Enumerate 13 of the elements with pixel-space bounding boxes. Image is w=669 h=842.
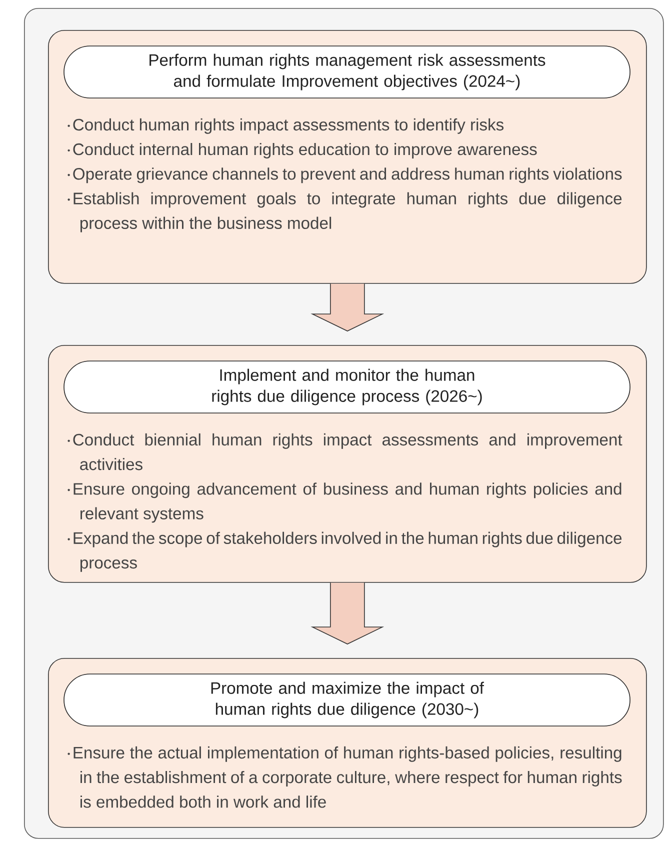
bullet-text: Conduct internal human rights education to improve awareness — [73, 143, 537, 158]
down-arrow — [310, 582, 384, 644]
heading-pill: Implement and monitor the human rights due diligence process (2026~) — [64, 360, 630, 414]
bullet-text: Operate grievance channels to prevent and address human rights violations — [73, 168, 622, 184]
bullet-text: Ensure the actual implementation of human rights-based policies, resulting in the establishment of a corporate culture, where respect for human rights is embedded both in work and life — [74, 746, 622, 808]
heading-pill: Perform human rights management risk assessments and formulate Improvement objectives (2024~) — [64, 46, 630, 98]
bullet-text: Conduct biennial human rights impact assessments and improvement activities — [73, 433, 622, 470]
bullet-text: Establish improvement goals to integrate human rights due diligence process within the business model — [74, 192, 622, 232]
bullet-text: Ensure ongoing advancement of business and human rights policies and relevant systems — [74, 482, 622, 523]
down-arrow — [310, 283, 384, 332]
bullet-text: Conduct human rights impact assessments to identify risks — [73, 118, 504, 134]
heading-pill: Promote and maximize the impact of human rights due diligence (2030~) — [64, 674, 630, 726]
bullet-text: Expand the scope of stakeholders involved in the human rights due diligence process — [74, 532, 622, 572]
